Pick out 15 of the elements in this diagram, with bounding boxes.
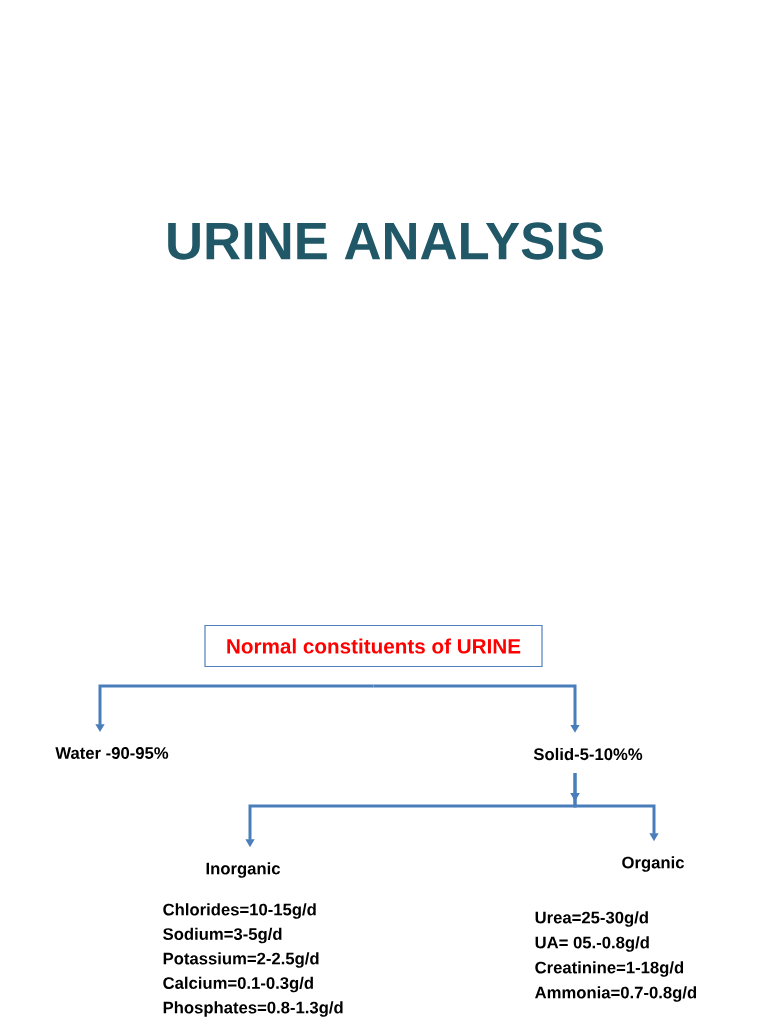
branch-label: Solid-5-10%% — [533, 747, 643, 761]
title: URINE ANALYSIS — [168, 222, 603, 260]
list-item: Phosphates=0.8-1.3g/d — [163, 1001, 343, 1017]
list-item: Sodium=3-5g/d — [163, 927, 282, 944]
branch-label: Organic — [622, 856, 684, 872]
list-item: Ammonia=0.7-0.8g/d — [535, 986, 697, 1002]
list-item: Potassium=2-2.5g/d — [163, 952, 319, 968]
branch-label: Inorganic — [206, 862, 281, 878]
branch-label: Water -90-95% — [55, 747, 169, 759]
list-item: Creatinine=1-18g/d — [535, 961, 684, 977]
list-item: Urea=25-30g/d — [535, 911, 648, 927]
heading-box: Normal constituents of URINE — [204, 624, 543, 668]
list-item: UA= 05.-0.8g/d — [535, 936, 649, 952]
list-item: Chlorides=10-15g/d — [163, 903, 316, 919]
list-item: Calcium=0.1-0.3g/d — [163, 976, 313, 993]
